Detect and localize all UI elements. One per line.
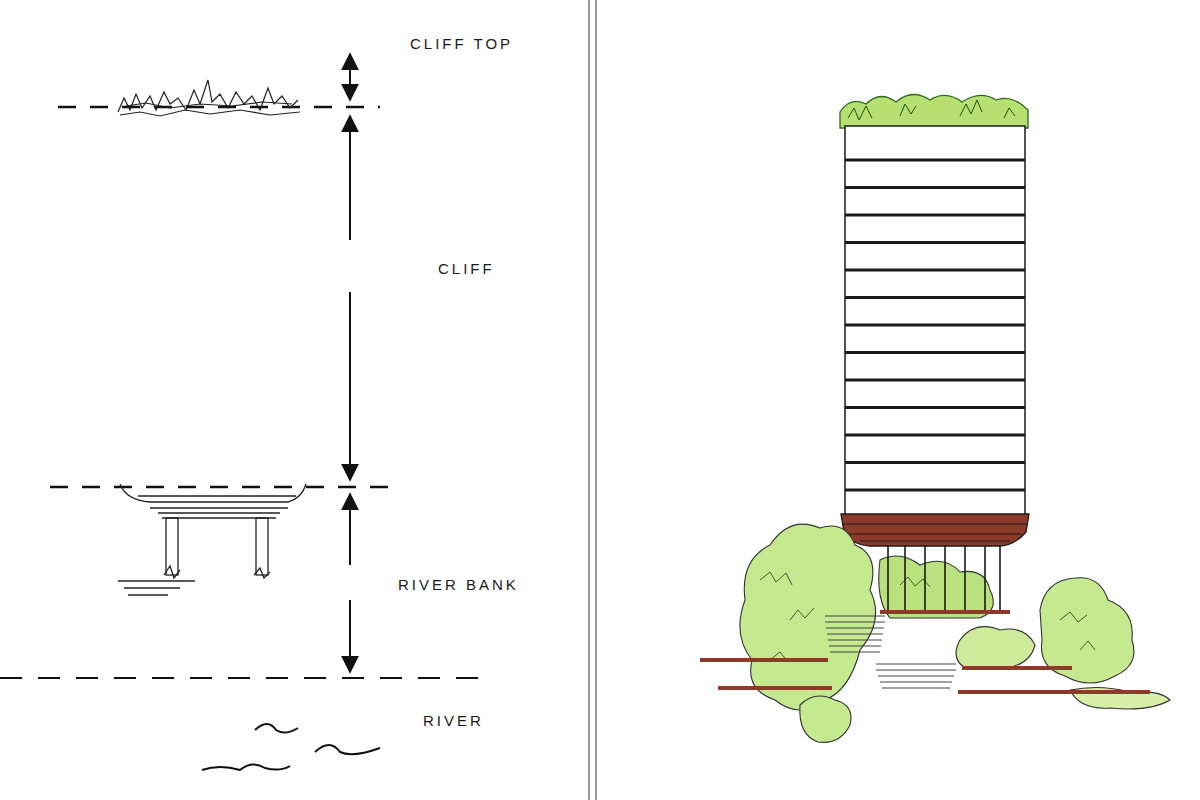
- level-lines: [0, 107, 480, 678]
- panel-divider: [589, 0, 596, 800]
- platform-sketch: [118, 484, 306, 595]
- region-label: CLIFF: [438, 261, 495, 276]
- region-label: RIVER: [423, 713, 484, 728]
- tower-sketch: [840, 94, 1029, 546]
- river-ripples: [202, 724, 380, 770]
- region-label: RIVER BANK: [398, 577, 519, 592]
- region-label: CLIFF TOP: [410, 36, 513, 51]
- grass-scribble: [118, 80, 300, 116]
- dimension-arrows: [349, 54, 351, 672]
- landscape-sketch: [700, 524, 1170, 742]
